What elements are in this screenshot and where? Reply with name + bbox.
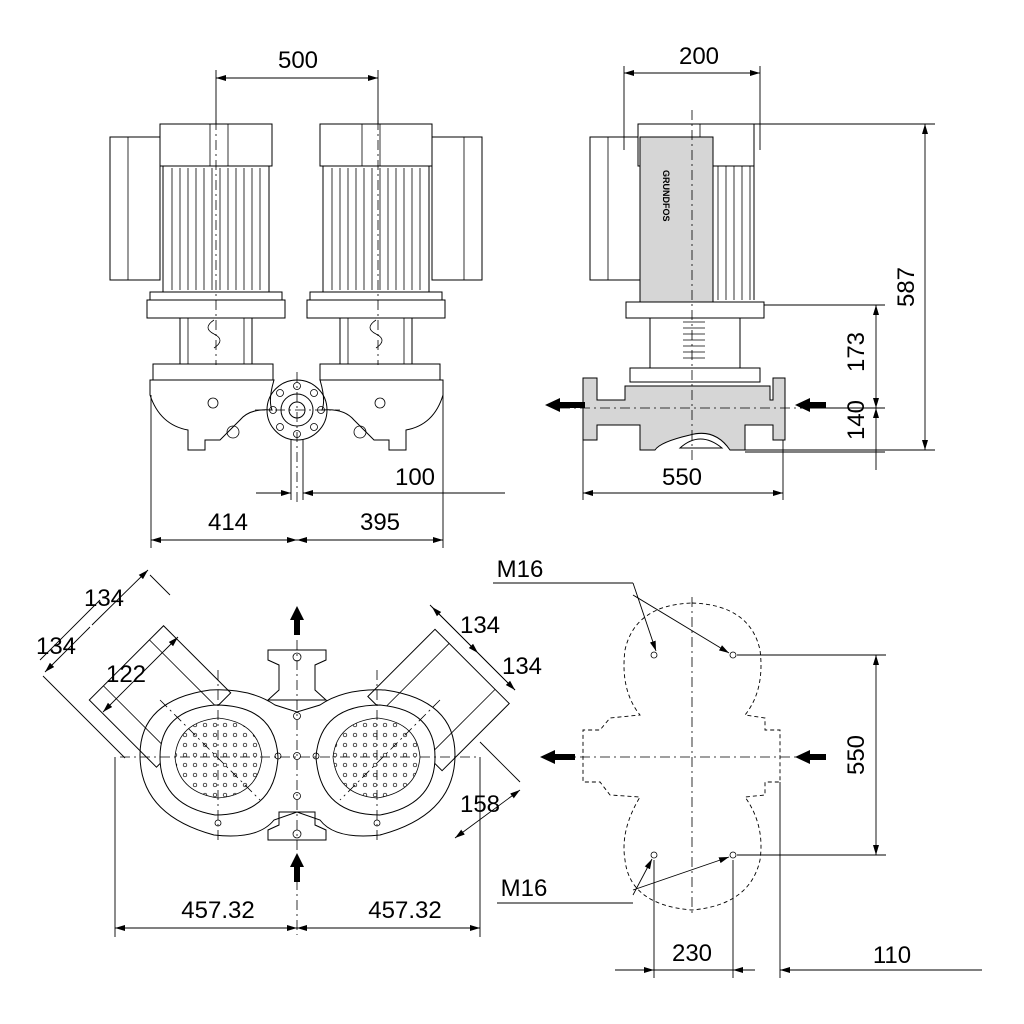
bolt-top-label: M16 — [497, 556, 544, 583]
dim-414-label: 414 — [208, 509, 248, 536]
dim-200: 200 — [623, 43, 761, 150]
dim-550-side: 550 — [582, 440, 784, 500]
grundfos-logo: GRUNDFOS — [661, 170, 671, 222]
flow-arrows-side — [545, 398, 826, 412]
dim-587-label: 587 — [893, 267, 920, 307]
side-view: GRUNDFOS 200 — [545, 43, 935, 500]
dim-457: 457.32 457.32 — [114, 757, 481, 937]
dim-550-base-label: 550 — [843, 735, 870, 775]
front-view: 500 100 414 395 — [109, 47, 505, 548]
dim-457-right-label: 457.32 — [368, 897, 441, 924]
dim-134-d-label: 134 — [502, 653, 542, 680]
dim-left-diagonal: 134 134 122 — [36, 569, 179, 759]
flow-arrows-base — [540, 750, 826, 764]
dim-500-label: 500 — [278, 47, 318, 74]
dim-414-395: 414 395 — [150, 395, 444, 548]
side-motor-fins — [713, 165, 755, 300]
pump-housing-front — [149, 363, 444, 451]
dim-100-label: 100 — [395, 464, 435, 491]
top-view: 134 134 122 134 134 158 457.32 457.32 — [36, 569, 542, 937]
right-motor-fins — [331, 168, 421, 290]
bolt-callouts: M16 M16 — [493, 556, 730, 904]
dim-134-c-label: 134 — [460, 612, 500, 639]
left-motor-fins — [171, 168, 261, 290]
dim-vertical-side: 587 173 140 — [745, 123, 935, 470]
dim-200-label: 200 — [679, 43, 719, 70]
dim-122-label: 122 — [106, 661, 146, 688]
left-motor — [109, 123, 286, 365]
dim-110-label: 110 — [873, 942, 911, 969]
dim-230-label: 230 — [672, 940, 712, 967]
dim-173-label: 173 — [843, 332, 870, 372]
dim-230-110: 230 110 — [615, 782, 982, 978]
right-motor — [306, 123, 483, 365]
dim-140-label: 140 — [843, 400, 870, 440]
dim-395-label: 395 — [360, 509, 400, 536]
dim-550-side-label: 550 — [662, 464, 702, 491]
dim-134-a-label: 134 — [84, 585, 124, 612]
dim-134-b-label: 134 — [36, 633, 76, 660]
bolt-bottom-label: M16 — [501, 875, 548, 902]
dim-457-left-label: 457.32 — [181, 897, 254, 924]
dim-100: 100 — [256, 440, 505, 500]
base-view: M16 M16 550 230 110 — [493, 556, 982, 978]
dim-500: 500 — [215, 47, 379, 124]
side-coupling — [683, 321, 705, 359]
dim-550-base: 550 — [737, 654, 886, 856]
